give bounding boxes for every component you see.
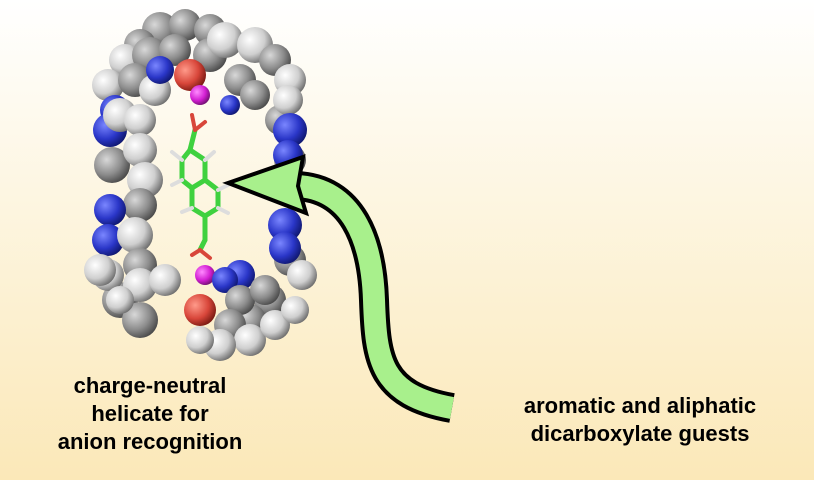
bond xyxy=(203,150,216,162)
hydrogen-atom xyxy=(123,133,157,167)
guests-caption: aromatic and aliphatic dicarboxylate gue… xyxy=(470,392,810,448)
hydrogen-atom xyxy=(273,85,303,115)
nitrogen-atom xyxy=(92,224,124,256)
carbon-atom xyxy=(225,285,255,315)
hydrogen-atom xyxy=(281,296,309,324)
metal-atom xyxy=(195,265,215,285)
bond xyxy=(170,178,184,187)
bond xyxy=(190,113,197,132)
bond xyxy=(198,248,212,260)
bond xyxy=(202,205,221,219)
hydrogen-atom xyxy=(207,22,243,58)
bond xyxy=(216,183,230,192)
oxygen-atom xyxy=(174,59,206,91)
caption-line: helicate for xyxy=(91,401,209,426)
carbon-atom xyxy=(94,147,130,183)
nitrogen-atom xyxy=(273,113,307,147)
bond xyxy=(202,177,221,193)
bond xyxy=(187,127,198,153)
green-arrow xyxy=(222,154,456,423)
caption-line: charge-neutral xyxy=(73,373,227,398)
carbon-atom xyxy=(240,80,270,110)
bond xyxy=(189,205,208,219)
metal-atom xyxy=(190,85,210,105)
caption-line: aromatic and aliphatic xyxy=(523,393,757,418)
bond xyxy=(193,120,207,132)
hydrogen-atom xyxy=(186,326,214,354)
bond xyxy=(216,206,230,215)
nitrogen-atom xyxy=(269,232,301,264)
nitrogen-atom xyxy=(212,267,238,293)
carbon-atom xyxy=(122,302,158,338)
bond xyxy=(189,177,208,191)
bond xyxy=(187,147,208,163)
nitrogen-atom xyxy=(220,95,240,115)
hydrogen-atom xyxy=(84,254,116,286)
caption-line: dicarboxylate guests xyxy=(530,421,750,446)
bond xyxy=(170,150,184,162)
carbon-atom xyxy=(250,275,280,305)
caption-line: anion recognition xyxy=(57,429,243,454)
oxygen-atom xyxy=(184,294,216,326)
hydrogen-atom xyxy=(124,104,156,136)
bond xyxy=(180,206,194,214)
nitrogen-atom xyxy=(146,56,174,84)
hydrogen-atom xyxy=(117,217,153,253)
helicate-caption: charge-neutral helicate for anion recogn… xyxy=(20,372,280,456)
hydrogen-atom xyxy=(287,260,317,290)
hydrogen-atom xyxy=(149,264,181,296)
guest-molecule xyxy=(170,113,230,260)
nitrogen-atom xyxy=(268,208,302,242)
space-filling-host xyxy=(84,9,317,361)
carbon-atom xyxy=(123,188,157,222)
hydrogen-atom xyxy=(260,310,290,340)
nitrogen-atom xyxy=(94,194,126,226)
hydrogen-atom xyxy=(92,69,124,101)
carbon-atom xyxy=(169,9,201,41)
hydrogen-atom xyxy=(106,286,134,314)
hydrogen-atom xyxy=(234,324,266,356)
